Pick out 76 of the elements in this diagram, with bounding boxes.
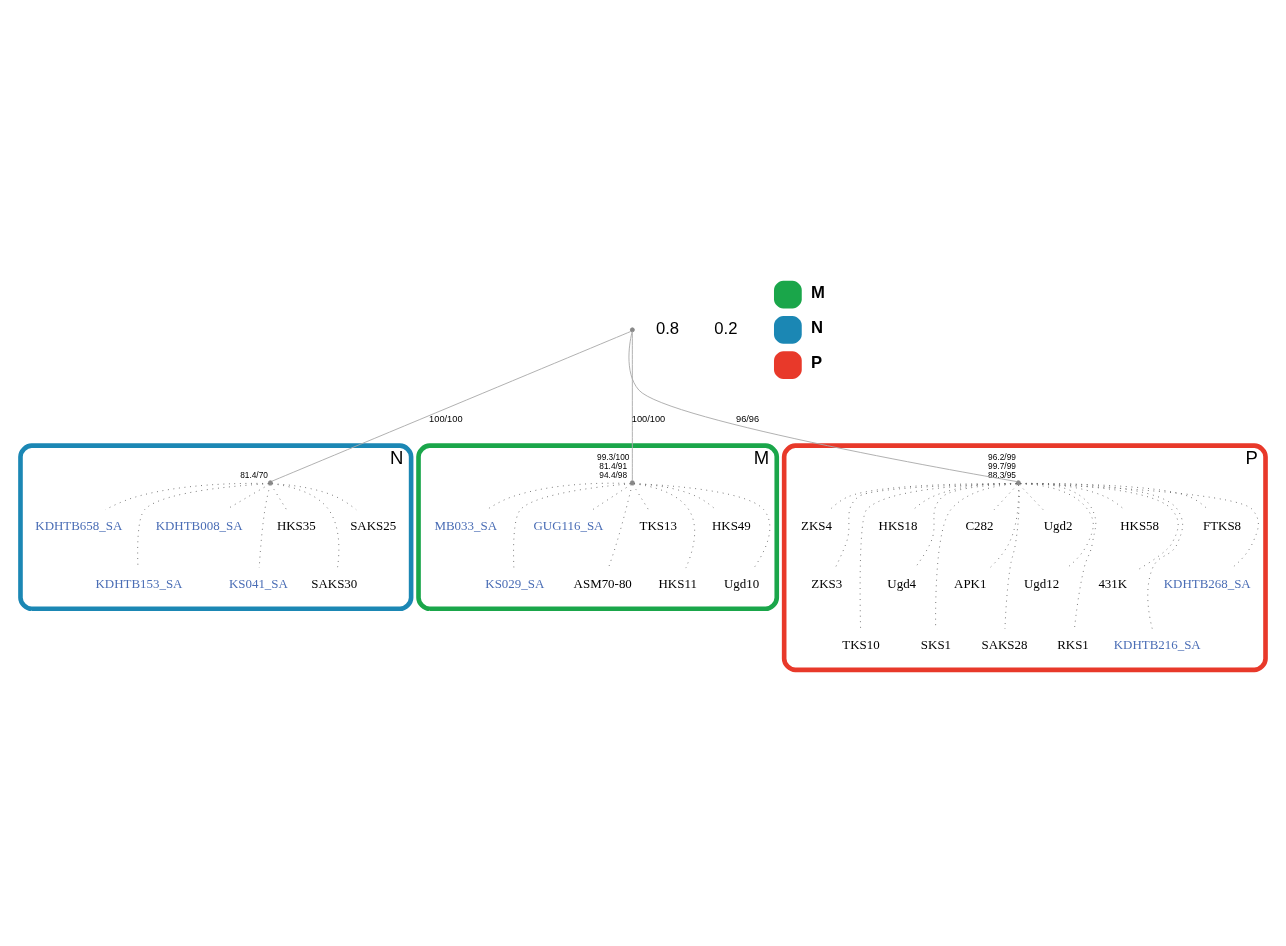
node-point [267,479,273,485]
connector [834,482,1017,568]
node-text: HKS18 [878,517,918,533]
connector [628,331,1017,482]
connector [633,482,771,568]
connector [1019,482,1209,510]
connector [631,331,633,481]
node-text: Ugd10 [723,575,760,591]
connector [989,483,1020,568]
node-point [629,479,635,485]
node-label: 81.4/91 [599,460,628,471]
node-text: SAKS28 [981,636,1028,652]
edge-label: 96/96 [736,413,760,424]
label: 0.8 [655,318,680,338]
node-text: GUG116_SA [533,517,604,533]
node-label: 99.3/100 [597,451,630,462]
node-text: MB033_SA [434,517,498,533]
node-text: KS029_SA [485,575,545,591]
node-point [1015,479,1021,485]
connector [1019,482,1184,629]
label: 0.2 [714,318,738,338]
connector [1019,482,1179,570]
connector [1018,483,1044,510]
node-text: KDHTB216_SA [1113,636,1201,652]
legend-label: P [811,352,823,372]
node-text: Ugd4 [887,575,917,591]
node-text: TKS13 [639,517,677,533]
node-text: ASM70-80 [573,575,632,591]
node-text: SKS1 [920,636,952,652]
node-text: 431K [1098,575,1128,591]
legend-label: M [811,282,825,302]
connector [137,482,269,568]
connector [592,483,632,510]
node-text: FTKS8 [1202,517,1242,533]
node-text: HKS35 [276,517,316,533]
node-point [629,326,635,332]
node-text: RKS1 [1057,636,1089,652]
connector [633,482,696,569]
connector [914,482,1017,568]
connector [513,482,631,568]
node-label: 99.7/99 [988,460,1016,471]
node-label: 81.4/70 [240,469,268,480]
legend-label: N [811,317,824,337]
node-text: HKS49 [711,517,751,533]
node-text: KDHTB153_SA [95,575,183,591]
node-label: 94.4/98 [599,469,628,480]
node-text: KDHTB008_SA [155,517,243,533]
edge-label: 100/100 [631,413,666,424]
node-label: 88.3/95 [988,469,1016,480]
node-text: SAKS30 [311,575,358,591]
node-text: HKS58 [1120,517,1160,533]
connector [486,482,631,510]
connector [993,483,1018,510]
node-text: Ugd12 [1023,575,1060,591]
node-text: KDHTB268_SA [1163,575,1251,591]
connector [1019,482,1259,568]
node-text: APK1 [954,575,987,591]
connector [607,483,633,568]
node-text: Ugd2 [1043,517,1073,533]
node-text: ZKS3 [811,575,843,591]
connector [633,482,717,510]
node-text: C282 [965,517,994,533]
node-text: SAKS25 [350,517,397,533]
node-label: 96.2/99 [988,451,1016,462]
node-text: TKS10 [842,636,880,652]
node-text: KS041_SA [228,575,288,591]
connector [1004,484,1020,629]
edge-label: 100/100 [429,413,463,424]
connector [859,482,1017,630]
node-text: ZKS4 [801,517,833,533]
node-text: HKS11 [658,575,697,591]
node-text: KDHTB658_SA [35,517,123,533]
connector [271,482,340,568]
connector [1020,482,1125,510]
connector [271,330,632,482]
connector [1020,482,1094,568]
